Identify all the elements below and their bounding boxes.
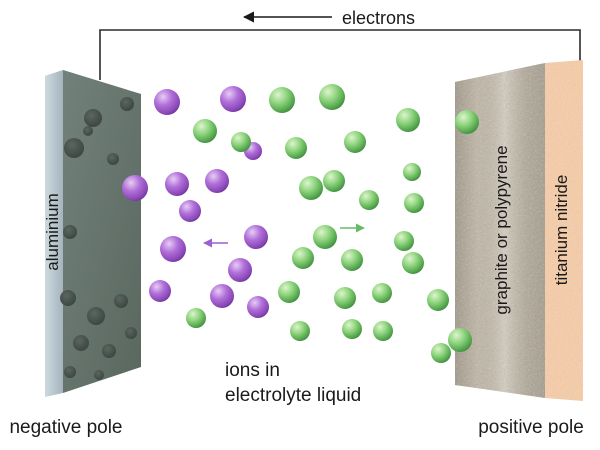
green-ion (431, 343, 451, 363)
electrode-pore (87, 307, 105, 325)
graphite-texture (455, 63, 545, 398)
aluminium-label: aluminium (43, 193, 62, 270)
purple-ion (210, 284, 234, 308)
green-ion (292, 247, 314, 269)
electrode-pore (73, 335, 89, 351)
green-ion (448, 328, 472, 352)
negative-pole-label: negative pole (9, 417, 122, 438)
green-ion (403, 163, 421, 181)
green-ion (186, 308, 206, 328)
electrode-pore (125, 327, 137, 339)
green-ion (344, 131, 366, 153)
ions-label-line2: electrolyte liquid (225, 385, 361, 406)
ions-label-line1: ions in (225, 360, 280, 381)
electrode-pore (84, 109, 102, 127)
green-ion (341, 249, 363, 271)
purple-ion (154, 89, 180, 115)
green-ion (342, 319, 362, 339)
electrode-pore (94, 370, 104, 380)
electrode-pore (83, 126, 93, 136)
green-ion (372, 283, 392, 303)
electrode-aluminium: aluminium (43, 70, 141, 397)
green-ion (278, 281, 300, 303)
electrode-pore (60, 290, 76, 306)
electrode-pore (64, 366, 76, 378)
graphite-label: graphite or polypyrene (492, 145, 511, 314)
purple-ion (160, 236, 186, 262)
titanium-nitride-label: titanium nitride (552, 175, 571, 286)
aluminium-front-strip (45, 70, 63, 397)
purple-ion (220, 86, 246, 112)
electrode-pore (64, 138, 84, 158)
green-ion-group (186, 84, 479, 363)
green-ion (396, 108, 420, 132)
titanium-texture (545, 60, 583, 401)
green-ion (427, 289, 449, 311)
green-ion (193, 119, 217, 143)
circuit-wire (99, 29, 581, 80)
purple-ion (165, 172, 189, 196)
electrode-pore (114, 294, 128, 308)
electrode-pore (102, 344, 116, 358)
electrode-pore (107, 153, 119, 165)
green-ion (373, 321, 393, 341)
green-ion (402, 252, 424, 274)
purple-ion (247, 296, 269, 318)
positive-pole-label: positive pole (478, 417, 584, 438)
purple-ion (228, 258, 252, 282)
electrode-pore (63, 225, 77, 239)
purple-ion (122, 175, 148, 201)
green-ion (323, 170, 345, 192)
aluminium-pores (60, 97, 137, 380)
green-ion (394, 231, 414, 251)
purple-ion (244, 225, 268, 249)
green-ion (313, 225, 337, 249)
green-ion (404, 193, 424, 213)
electrode-positive: graphite or polypyrene titanium nitride (455, 60, 583, 401)
green-ion (455, 110, 479, 134)
green-ion (359, 190, 379, 210)
green-ion (319, 84, 345, 110)
purple-ion (205, 169, 229, 193)
green-ion (231, 132, 251, 152)
purple-ion-group (122, 86, 269, 318)
purple-ion (179, 200, 201, 222)
green-ion (334, 287, 356, 309)
green-ion (285, 137, 307, 159)
electrode-pore (120, 97, 134, 111)
electrons-label: electrons (342, 8, 415, 28)
purple-ion (149, 280, 171, 302)
green-ion (299, 176, 323, 200)
green-ion (290, 321, 310, 341)
green-ion (269, 87, 295, 113)
